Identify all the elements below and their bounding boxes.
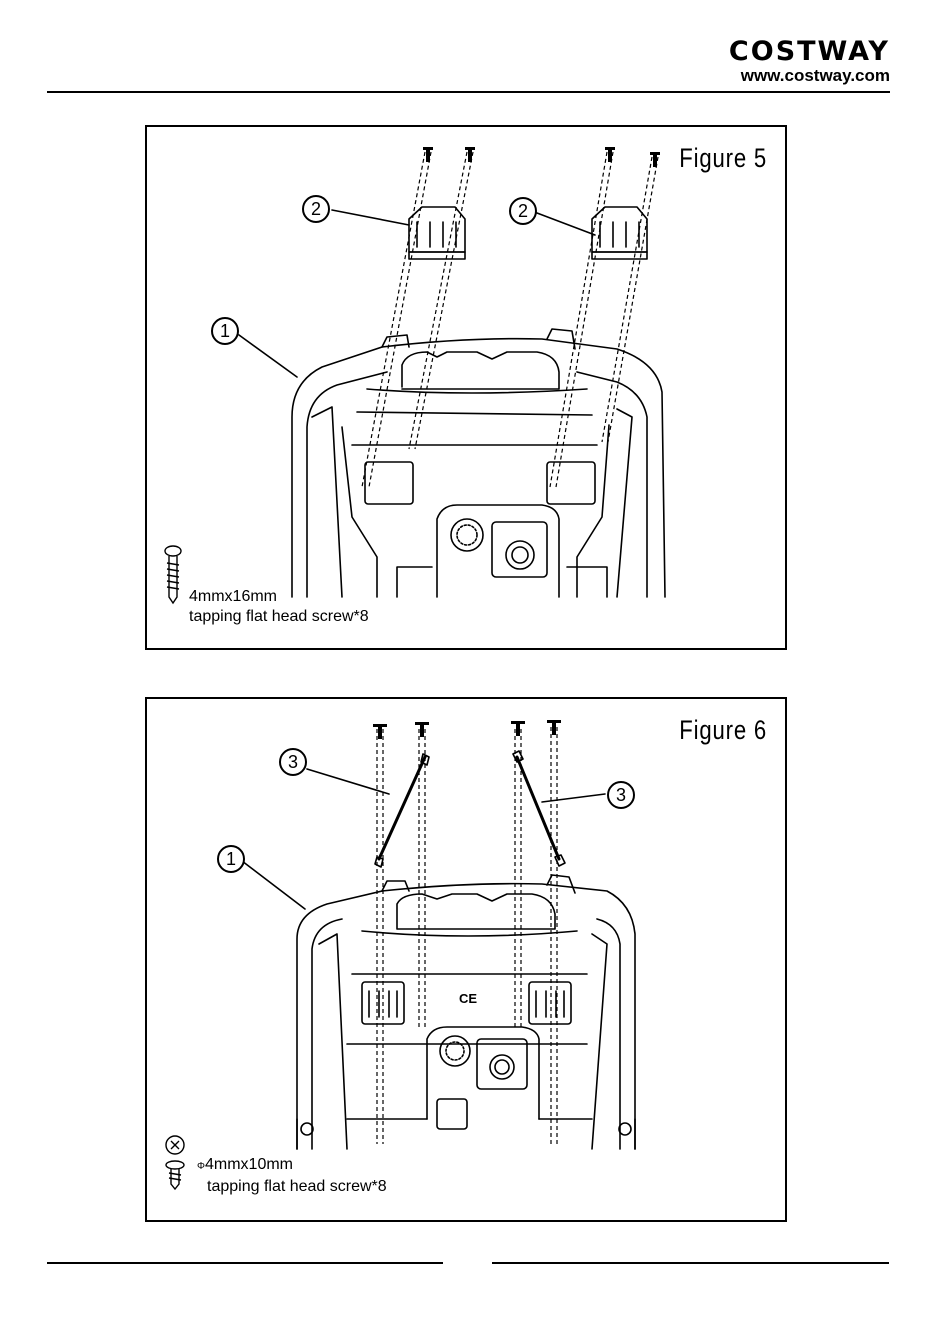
seat-body xyxy=(297,884,635,1149)
key-switch xyxy=(506,541,534,569)
ce-mark: CE xyxy=(459,991,477,1006)
footer-rule-left xyxy=(47,1262,443,1264)
callout-3-left: 3 xyxy=(279,748,307,776)
footer-rule-right xyxy=(492,1262,889,1264)
figure-5-screw-note: 4mmx16mm tapping flat head screw*8 xyxy=(189,587,369,627)
figure-5: Figure 5 2 2 1 4mmx16mm tapping flat hea… xyxy=(145,125,787,650)
brand-logo: COSTWAY xyxy=(729,37,890,67)
figure-6: Figure 6 3 3 1 CE Φ4mmx10mm tapping flat… xyxy=(145,697,787,1222)
right-mount-pad xyxy=(547,462,595,504)
key-switch xyxy=(490,1055,514,1079)
speaker xyxy=(451,519,483,551)
callout-2-right: 2 xyxy=(509,197,537,225)
left-mount-pad xyxy=(365,462,413,504)
figure-6-title: Figure 6 xyxy=(679,715,767,746)
screw-washer-icon xyxy=(166,1136,184,1189)
figure-6-drawing xyxy=(147,699,785,1220)
callout-2-left: 2 xyxy=(302,195,330,223)
figure-5-drawing xyxy=(147,127,785,648)
center-console xyxy=(437,505,559,597)
screw-icon xyxy=(165,546,181,603)
screw-description: tapping flat head screw*8 xyxy=(189,607,369,627)
right-gas-strut xyxy=(517,757,559,859)
left-gas-strut xyxy=(379,757,425,859)
seat-body xyxy=(292,339,665,597)
screw-size: 4mmx16mm xyxy=(189,588,277,605)
header-rule xyxy=(47,91,890,93)
callout-1: 1 xyxy=(211,317,239,345)
screw-size: 4mmx10mm xyxy=(205,1156,293,1173)
speaker xyxy=(440,1036,470,1066)
brand-header: COSTWAY www.costway.com xyxy=(729,37,890,86)
callout-1: 1 xyxy=(217,845,245,873)
brand-url: www.costway.com xyxy=(729,66,890,86)
screw-description: tapping flat head screw*8 xyxy=(197,1177,387,1197)
seat-backrest xyxy=(402,352,559,389)
seat-backrest xyxy=(397,894,555,929)
callout-3-right: 3 xyxy=(607,781,635,809)
screw-diameter-symbol: Φ xyxy=(197,1161,205,1172)
figure-5-title: Figure 5 xyxy=(679,143,767,174)
figure-6-screw-note: Φ4mmx10mm tapping flat head screw*8 xyxy=(197,1155,387,1197)
